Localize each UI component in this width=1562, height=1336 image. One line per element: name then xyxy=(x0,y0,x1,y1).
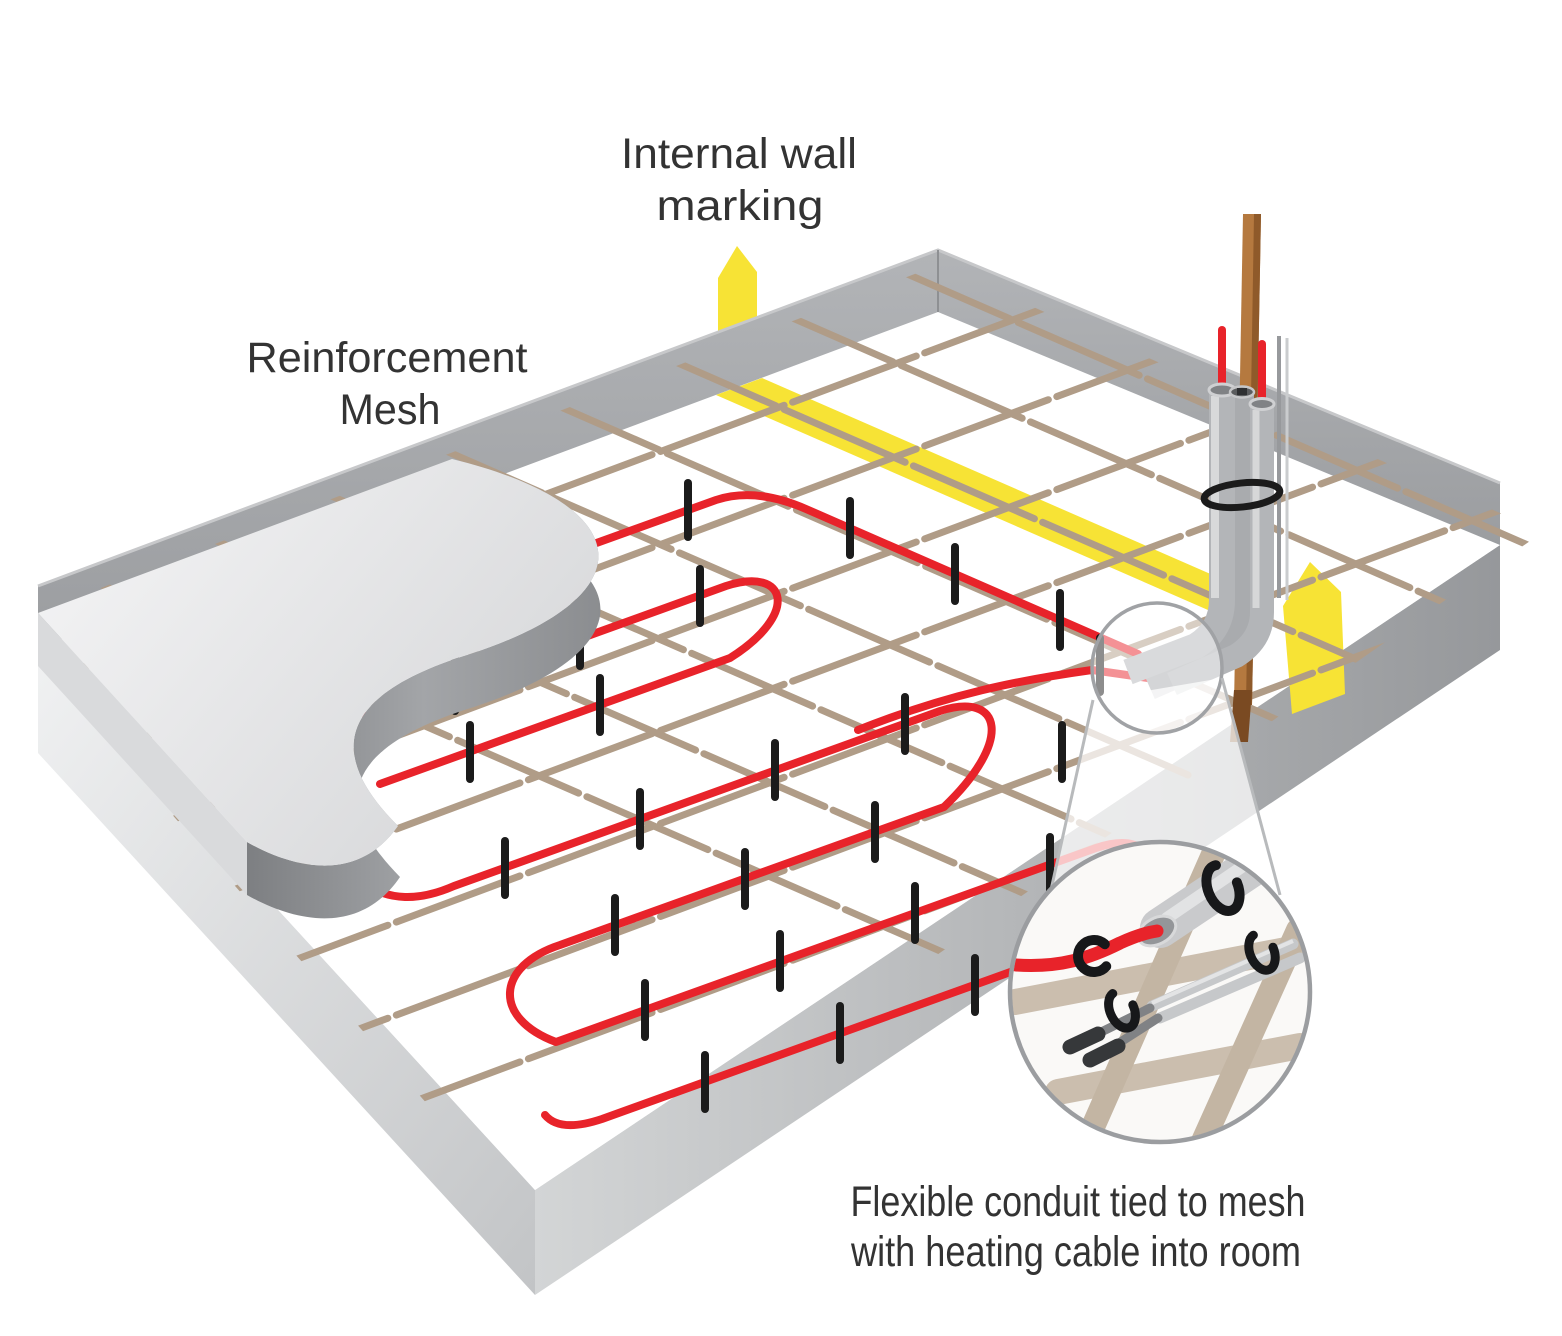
conduit-tie-ring xyxy=(1200,478,1284,512)
magnifier-source-circle xyxy=(1092,603,1222,733)
conduit-right xyxy=(1167,404,1274,695)
screed-layer xyxy=(38,459,601,919)
label-internal-wall-line2: marking xyxy=(657,182,824,230)
slab-face-bottom-right xyxy=(535,545,1500,1295)
screed-front-edge xyxy=(38,613,247,895)
magnifier-source-ring xyxy=(1090,601,1224,735)
magnifier-lens-ring xyxy=(1007,839,1313,1145)
label-conduit-callout-line2: with heating cable into room xyxy=(850,1228,1301,1276)
lens-tie-clips xyxy=(1073,860,1280,1033)
slab-side-faces xyxy=(38,545,1500,1295)
lens-heating-cable xyxy=(1012,924,1164,973)
lens-sensor-lead-cap-2 xyxy=(1082,1038,1126,1068)
label-reinforcement-line2: Mesh xyxy=(340,386,441,434)
magnifier-callout xyxy=(1007,601,1313,1145)
label-reinforcement-line1: Reinforcement xyxy=(247,334,528,382)
magnifier-lens-content xyxy=(1012,844,1308,1140)
label-conduit-callout-line1: Flexible conduit tied to mesh xyxy=(851,1178,1306,1226)
slab-face-bottom-left xyxy=(38,648,535,1295)
labels: Internal wall marking Reinforcement Mesh… xyxy=(247,130,1306,1276)
lens-sensor-lead-cap-1 xyxy=(1062,1026,1106,1055)
label-internal-wall-line1: Internal wall xyxy=(621,130,857,178)
heating-cable-return-end xyxy=(854,666,1152,734)
conduit-right-opening xyxy=(1248,397,1276,411)
screed-curved-face xyxy=(247,459,601,919)
screed-top-surface xyxy=(38,459,599,866)
